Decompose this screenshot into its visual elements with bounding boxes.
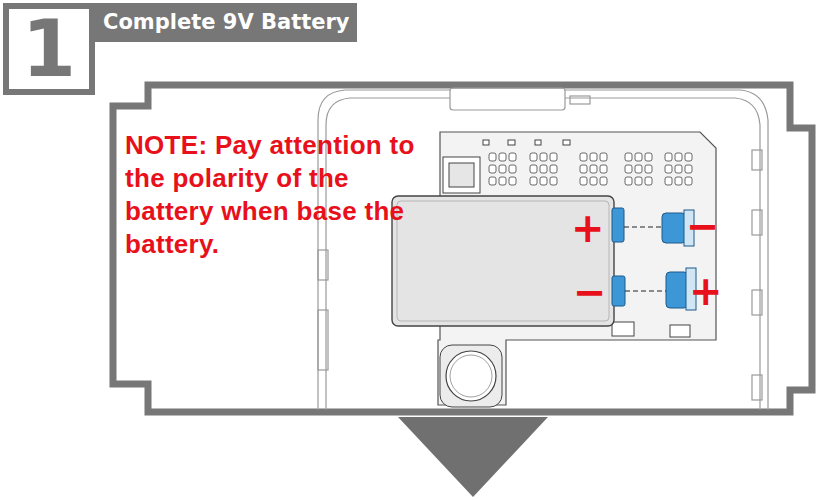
header-pin — [540, 165, 547, 173]
polarity-sign: − — [573, 272, 607, 312]
header-pin — [665, 177, 672, 185]
header-pin — [489, 153, 496, 161]
header-pin — [665, 153, 672, 161]
header-pin — [530, 165, 537, 173]
step-box — [6, 6, 92, 92]
header-pin — [645, 153, 652, 161]
header-pin — [600, 177, 607, 185]
header-pin — [590, 153, 597, 161]
header-pin — [685, 165, 692, 173]
header-pin — [600, 165, 607, 173]
header-pin — [590, 165, 597, 173]
header-pin — [625, 165, 632, 173]
header-pin — [685, 177, 692, 185]
header-pin — [665, 165, 672, 173]
step-number: 1 — [6, 6, 92, 92]
header-pin — [540, 177, 547, 185]
header-pin — [509, 177, 516, 185]
header-pin — [675, 153, 682, 161]
down-arrow — [398, 417, 548, 497]
header-pin — [635, 153, 642, 161]
header-pin — [600, 153, 607, 161]
coin-holder — [440, 345, 502, 407]
header-pin — [635, 177, 642, 185]
header-pin — [530, 153, 537, 161]
coin-cell-rim — [450, 355, 492, 397]
polarity-sign: + — [689, 271, 723, 311]
header-pin — [540, 153, 547, 161]
header-pin — [580, 165, 587, 173]
header-pin — [499, 165, 506, 173]
header-pin — [550, 177, 557, 185]
polarity-lines — [624, 227, 666, 291]
header-pin — [625, 177, 632, 185]
step-title: Complete 9V Battery — [103, 3, 350, 42]
header-pin — [550, 153, 557, 161]
frame — [113, 85, 812, 412]
header-pin — [530, 177, 537, 185]
header-pin — [580, 177, 587, 185]
header-pin — [580, 153, 587, 161]
nine-volt-battery — [392, 196, 614, 326]
note-text: NOTE: Pay attention to the polarity of t… — [125, 129, 417, 261]
header-pin — [675, 177, 682, 185]
header-pins — [489, 153, 692, 185]
header-pin — [489, 165, 496, 173]
header-pin — [499, 177, 506, 185]
header-pin — [590, 177, 597, 185]
battery-terminals — [612, 208, 696, 310]
header-pin — [550, 165, 557, 173]
header-pin — [625, 153, 632, 161]
polarity-sign: + — [571, 208, 605, 248]
polarity-sign: − — [686, 206, 720, 246]
header-pin — [645, 177, 652, 185]
header-pin — [489, 177, 496, 185]
header-pin — [675, 165, 682, 173]
header-pin — [499, 153, 506, 161]
header-pin — [509, 153, 516, 161]
battery-edge — [397, 201, 609, 321]
header-pin — [635, 165, 642, 173]
header-pin — [645, 165, 652, 173]
header-pin — [685, 153, 692, 161]
coin-cell — [446, 351, 496, 401]
title-bar — [95, 3, 357, 42]
header-pin — [509, 165, 516, 173]
